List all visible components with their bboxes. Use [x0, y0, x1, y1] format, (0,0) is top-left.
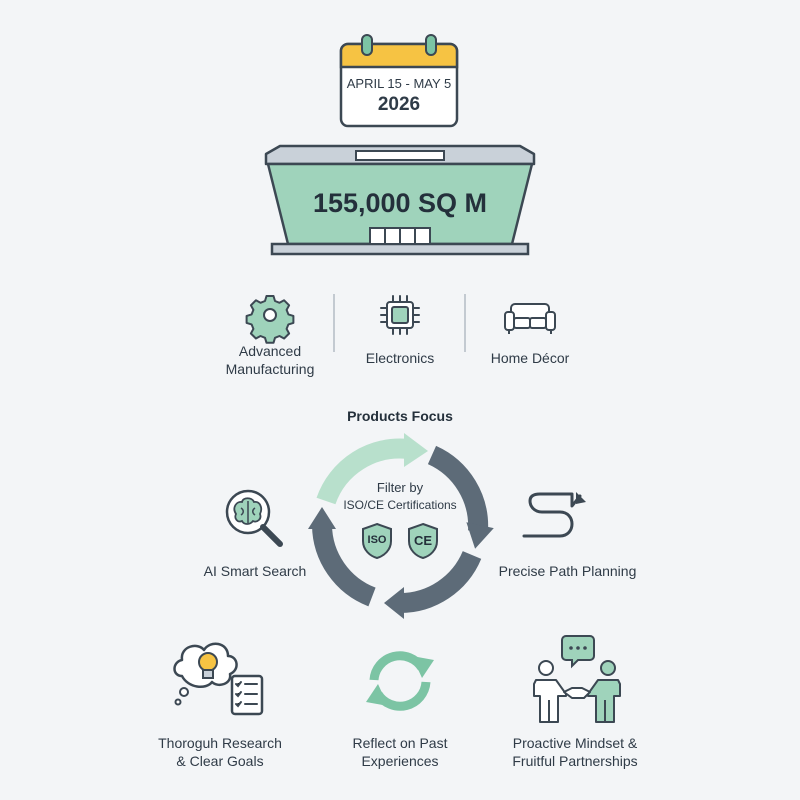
calendar-icon [339, 34, 459, 128]
feature-label: Fruitful Partnerships [512, 753, 638, 769]
refresh-arrows-icon [366, 651, 434, 711]
feature-label: AI Smart Search [203, 563, 307, 579]
sector-divider [464, 294, 466, 352]
feature-partnerships: Proactive Mindset & Fruitful Partnership… [490, 630, 660, 776]
feature-label: & Clear Goals [176, 753, 264, 769]
iso-badge-label: ISO [367, 534, 387, 546]
handshake-icon [533, 635, 621, 723]
shield-icon [362, 522, 392, 560]
sector-label: Advanced [238, 343, 302, 359]
feature-label: Precise Path Planning [498, 563, 637, 579]
sector-label: Home Décor [490, 350, 570, 366]
building-icon [264, 144, 536, 256]
event-date-range: APRIL 15 - MAY 5 [346, 76, 452, 91]
sofa-icon [504, 303, 556, 334]
shield-icon [408, 522, 438, 560]
feature-research-goals: Thoroguh Research & Clear Goals [140, 636, 300, 776]
feature-label: Experiences [361, 753, 439, 769]
chip-icon [380, 295, 420, 335]
cycle-arrows [308, 433, 494, 619]
calendar: APRIL 15 - MAY 5 2026 [338, 34, 460, 130]
feature-label: Thoroguh Research [158, 735, 282, 751]
path-arrow-icon [522, 492, 586, 538]
sector-electronics: Electronics [330, 292, 470, 382]
cycle-center: Filter by ISO/CE Certifications ISO CE [330, 480, 470, 570]
cycle-title: Products Focus [347, 408, 453, 424]
sector-divider [333, 294, 335, 352]
venue-area: 155,000 SQ M [312, 188, 488, 218]
gear-icon [245, 295, 295, 344]
cycle-center-line2: ISO/CE Certifications [343, 498, 457, 512]
exhibition-hall: 155,000 SQ M [260, 142, 540, 260]
feature-reflect: Reflect on Past Experiences [320, 636, 480, 776]
feature-ai-smart-search: AI Smart Search [170, 482, 340, 582]
feature-label: Reflect on Past [352, 735, 448, 751]
cycle-center-line1: Filter by [376, 480, 424, 495]
sector-advanced-manufacturing: Advanced Manufacturing [200, 292, 340, 382]
ce-badge: CE [406, 522, 440, 560]
iso-badge: ISO [360, 522, 394, 560]
sector-label: Manufacturing [225, 361, 315, 377]
ce-badge-label: CE [413, 533, 433, 548]
sector-label: Electronics [365, 350, 435, 366]
sector-home-decor: Home Décor [460, 292, 600, 382]
feature-label: Proactive Mindset & [512, 735, 638, 751]
brain-magnifier-icon [225, 489, 283, 547]
feature-precise-path-planning: Precise Path Planning [480, 482, 655, 582]
lightbulb-checklist-icon [173, 642, 264, 716]
event-year: 2026 [377, 94, 421, 115]
